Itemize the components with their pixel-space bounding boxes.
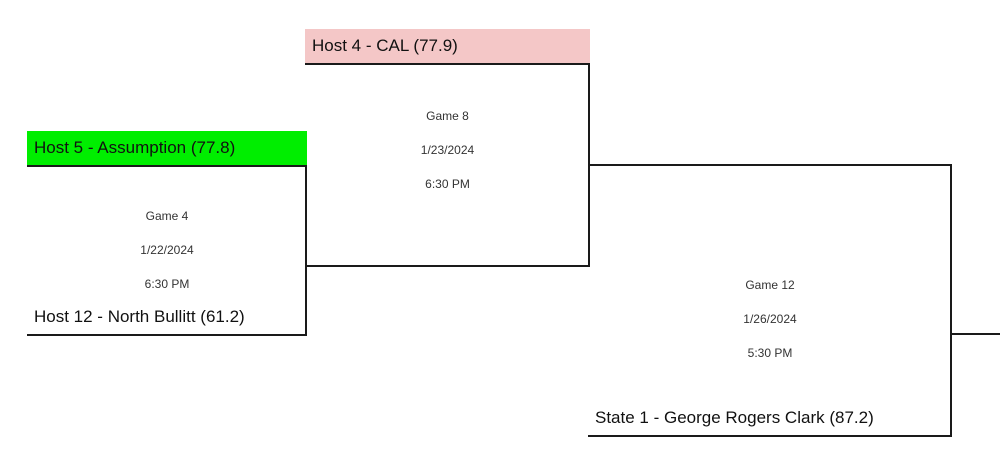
game-name: Game 12 xyxy=(745,278,795,292)
game12-winner-line xyxy=(950,333,1000,335)
team-slot-state1-george-rogers-clark: State 1 - George Rogers Clark (87.2) xyxy=(588,401,952,437)
game-name: Game 4 xyxy=(145,209,189,223)
team-label: State 1 - George Rogers Clark (87.2) xyxy=(595,408,874,427)
game4-winner-line xyxy=(305,265,590,267)
game12-info: Game 12 1/26/2024 5:30 PM xyxy=(588,268,952,370)
team-slot-host12-north-bullitt: Host 12 - North Bullitt (61.2) xyxy=(27,300,307,336)
team-label: Host 5 - Assumption (77.8) xyxy=(34,138,236,157)
team-label: Host 12 - North Bullitt (61.2) xyxy=(34,307,245,326)
team-label: Host 4 - CAL (77.9) xyxy=(312,36,458,55)
team-slot-host4-cal: Host 4 - CAL (77.9) xyxy=(305,29,590,65)
game-name: Game 8 xyxy=(426,109,469,123)
game-time: 5:30 PM xyxy=(747,346,793,360)
game8-info: Game 8 1/23/2024 6:30 PM xyxy=(305,99,590,201)
game4-connector-vertical xyxy=(305,165,307,336)
game-date: 1/23/2024 xyxy=(420,143,475,157)
game12-connector-vertical xyxy=(950,164,952,437)
game-time: 6:30 PM xyxy=(425,177,470,191)
game4-info: Game 4 1/22/2024 6:30 PM xyxy=(27,199,307,301)
game-date: 1/26/2024 xyxy=(743,312,797,326)
game-time: 6:30 PM xyxy=(144,277,190,291)
team-slot-host5-assumption: Host 5 - Assumption (77.8) xyxy=(27,131,307,167)
game8-winner-line xyxy=(588,164,952,166)
game-date: 1/22/2024 xyxy=(140,243,194,257)
